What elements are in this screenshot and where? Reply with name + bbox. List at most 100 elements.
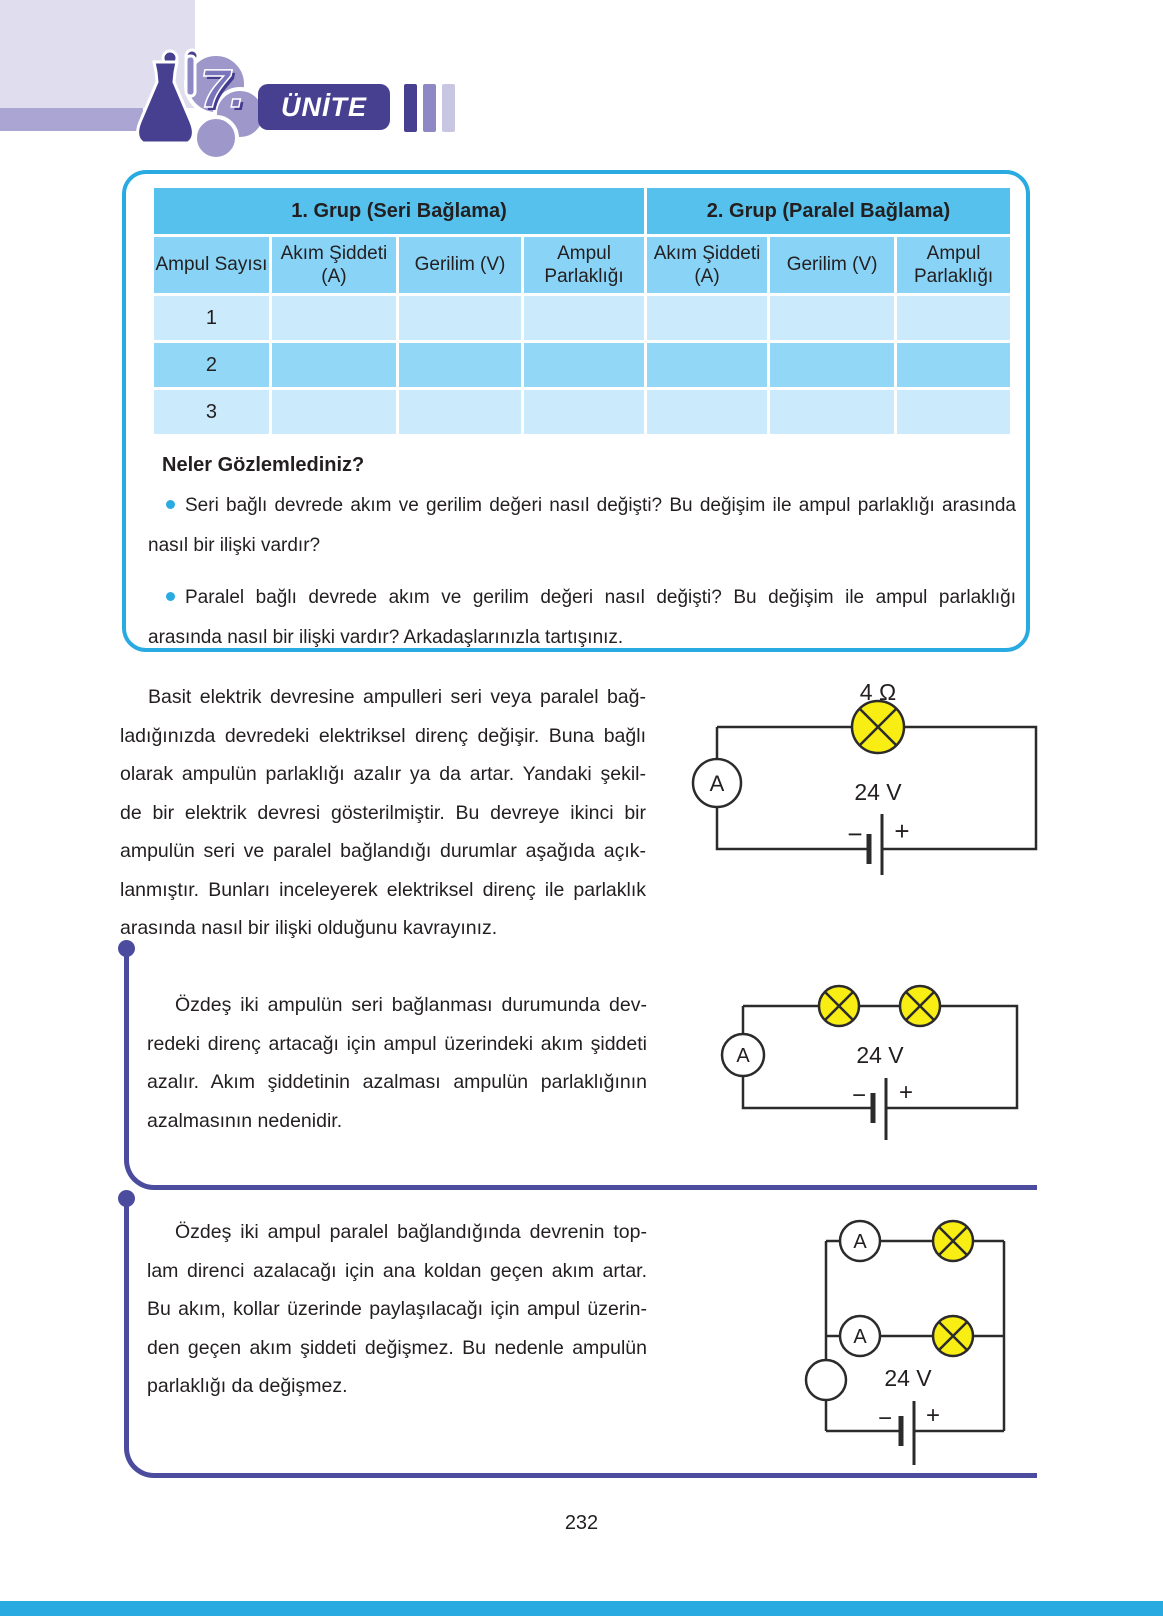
battery-minus-label: − — [852, 1082, 866, 1109]
header-bar-decoration — [0, 108, 143, 131]
banner-stripe-medium — [423, 84, 436, 132]
voltage-label: 24 V — [884, 1365, 932, 1391]
lamp-icon — [931, 1219, 975, 1263]
series-paragraph: Özdeş iki ampulün seri bağlanması durumu… — [147, 986, 647, 1140]
observation-heading: Neler Gözlemlediniz? — [162, 454, 365, 476]
lamp-icon — [898, 984, 942, 1028]
empty-cell — [770, 296, 895, 340]
bullet-dot-icon — [166, 592, 175, 601]
lamp-icon — [817, 984, 861, 1028]
lamp-icon — [850, 699, 906, 755]
empty-cell — [271, 390, 396, 434]
ammeter-label: A — [853, 1326, 867, 1348]
bullet-line: arasında nasıl bir ilişki vardır? Arkada… — [148, 627, 624, 648]
table-group-header-row: 1. Grup (Seri Bağlama) 2. Grup (Paralel … — [154, 188, 1010, 234]
empty-cell — [524, 390, 645, 434]
paragraph-line: azalır. Akım şiddetinin azalması ampulün… — [147, 1071, 647, 1093]
paragraph-line: de bir elektrik devresi gösterilmiştir. … — [120, 801, 646, 824]
intro-paragraph: Basit elektrik devresine ampulleri seri … — [120, 678, 646, 948]
column-header-akim-1: Akım Şiddeti (A) — [271, 237, 396, 293]
paragraph-line: lam direnci azalacağı için ana koldan ge… — [147, 1259, 647, 1282]
battery-plus-label: + — [926, 1402, 940, 1429]
paragraph-line: ladığınızda devredeki elektriksel direnç… — [120, 724, 646, 747]
group-header-seri: 1. Grup (Seri Bağlama) — [154, 188, 645, 234]
paragraph-line: Özdeş iki ampul paralel bağlandığında de… — [175, 1221, 647, 1243]
banner-stripe-light — [442, 84, 455, 132]
paragraph-line: lanmıştır. Bunları inceleyerek elektriks… — [120, 878, 646, 901]
column-header-gerilim-1: Gerilim (V) — [398, 237, 522, 293]
paragraph-line: Basit elektrik devresine ampulleri seri … — [148, 686, 646, 708]
paragraph-line: azalmasının nedenidir. — [147, 1109, 343, 1132]
observation-bullet-seri: Seri bağlı devrede akım ve gerilim değer… — [148, 486, 1016, 566]
table-row: 1 — [154, 296, 1010, 340]
unit-banner: ÜNİTE — [258, 84, 390, 130]
empty-cell — [398, 343, 522, 387]
column-header-ampul-sayisi: Ampul Sayısı — [154, 237, 269, 293]
flask-icon — [136, 48, 200, 145]
battery-icon — [870, 1078, 888, 1140]
footer-bar-decoration — [0, 1601, 1163, 1616]
empty-cell — [524, 343, 645, 387]
ammeter-icon: A — [691, 757, 743, 809]
table-column-header-row: Ampul Sayısı Akım Şiddeti (A) Gerilim (V… — [154, 237, 1010, 293]
column-header-parlaklik-1: Ampul Parlaklığı — [524, 237, 645, 293]
observation-table: 1. Grup (Seri Bağlama) 2. Grup (Paralel … — [151, 185, 1013, 437]
empty-cell — [647, 296, 768, 340]
activity-box: 1. Grup (Seri Bağlama) 2. Grup (Paralel … — [122, 170, 1030, 652]
ammeter-label: A — [710, 771, 725, 796]
circuit-wires — [741, 1004, 1019, 1110]
paragraph-line: ampulün seri ve paralel bağlandığı durum… — [120, 840, 646, 862]
unit-banner-label: ÜNİTE — [281, 91, 367, 122]
unit-number: 7. — [199, 58, 246, 120]
bullet-line: nasıl bir ilişki vardır? — [148, 535, 321, 556]
paragraph-line: olarak ampulün parlaklığı azalır ya da a… — [120, 763, 646, 785]
circuit-wires — [824, 1239, 1006, 1433]
paragraph-line: arasında nasıl bir ilişki olduğunu kavra… — [120, 917, 498, 939]
column-header-akim-2: Akım Şiddeti (A) — [647, 237, 768, 293]
empty-cell — [398, 390, 522, 434]
paragraph-line: Bu akım, kollar üzerinde paylaşılacağı i… — [147, 1298, 647, 1320]
paragraph-line: redeki direnç artacağı için ampul üzerin… — [147, 1032, 647, 1055]
group-header-paralel: 2. Grup (Paralel Bağlama) — [647, 188, 1010, 234]
column-header-gerilim-2: Gerilim (V) — [770, 237, 895, 293]
row-number-cell: 3 — [154, 390, 269, 434]
ammeter-label: A — [853, 1231, 867, 1253]
empty-cell — [398, 296, 522, 340]
page-number: 232 — [564, 1512, 599, 1534]
empty-cell — [770, 343, 895, 387]
empty-cell — [271, 296, 396, 340]
empty-cell — [897, 343, 1010, 387]
observation-bullet-paralel: Paralel bağlı devrede akım ve gerilim de… — [148, 578, 1016, 658]
single-lamp-circuit-diagram: A 4 Ω 24 V − + — [691, 679, 1038, 875]
series-circuit-diagram: A 24 V − + — [720, 984, 1019, 1140]
lamp-icon — [931, 1314, 975, 1358]
paragraph-line: den geçen akım şiddeti değişmez. Bu nede… — [147, 1336, 647, 1359]
empty-cell — [524, 296, 645, 340]
meter-circle-icon — [804, 1358, 848, 1402]
bullet-line: Paralel bağlı devrede akım ve gerilim de… — [148, 578, 1016, 618]
battery-minus-label: − — [878, 1405, 892, 1432]
ammeter-label: A — [736, 1045, 750, 1067]
resistance-label: 4 Ω — [860, 679, 896, 705]
banner-stripe-dark — [404, 84, 417, 132]
empty-cell — [897, 390, 1010, 434]
empty-cell — [271, 343, 396, 387]
table-row: 3 — [154, 390, 1010, 434]
table-row: 2 — [154, 343, 1010, 387]
cloud-icon — [184, 52, 267, 161]
paragraph-line: Özdeş iki ampulün seri bağlanması durumu… — [175, 994, 647, 1016]
parallel-paragraph: Özdeş iki ampul paralel bağlandığında de… — [147, 1213, 647, 1406]
empty-cell — [897, 296, 1010, 340]
voltage-label: 24 V — [856, 1042, 904, 1068]
ammeter-icon: A — [720, 1032, 766, 1078]
column-header-parlaklik-2: Ampul Parlaklığı — [897, 237, 1010, 293]
empty-cell — [647, 343, 768, 387]
bullet-text: Paralel bağlı devrede akım ve gerilim de… — [185, 587, 1016, 608]
paragraph-line: parlaklığı da değişmez. — [147, 1375, 348, 1397]
bullet-dot-icon — [166, 500, 175, 509]
section-bracket — [124, 947, 1037, 1190]
battery-minus-label: − — [847, 819, 862, 849]
unit-logo — [136, 48, 267, 161]
empty-cell — [647, 390, 768, 434]
